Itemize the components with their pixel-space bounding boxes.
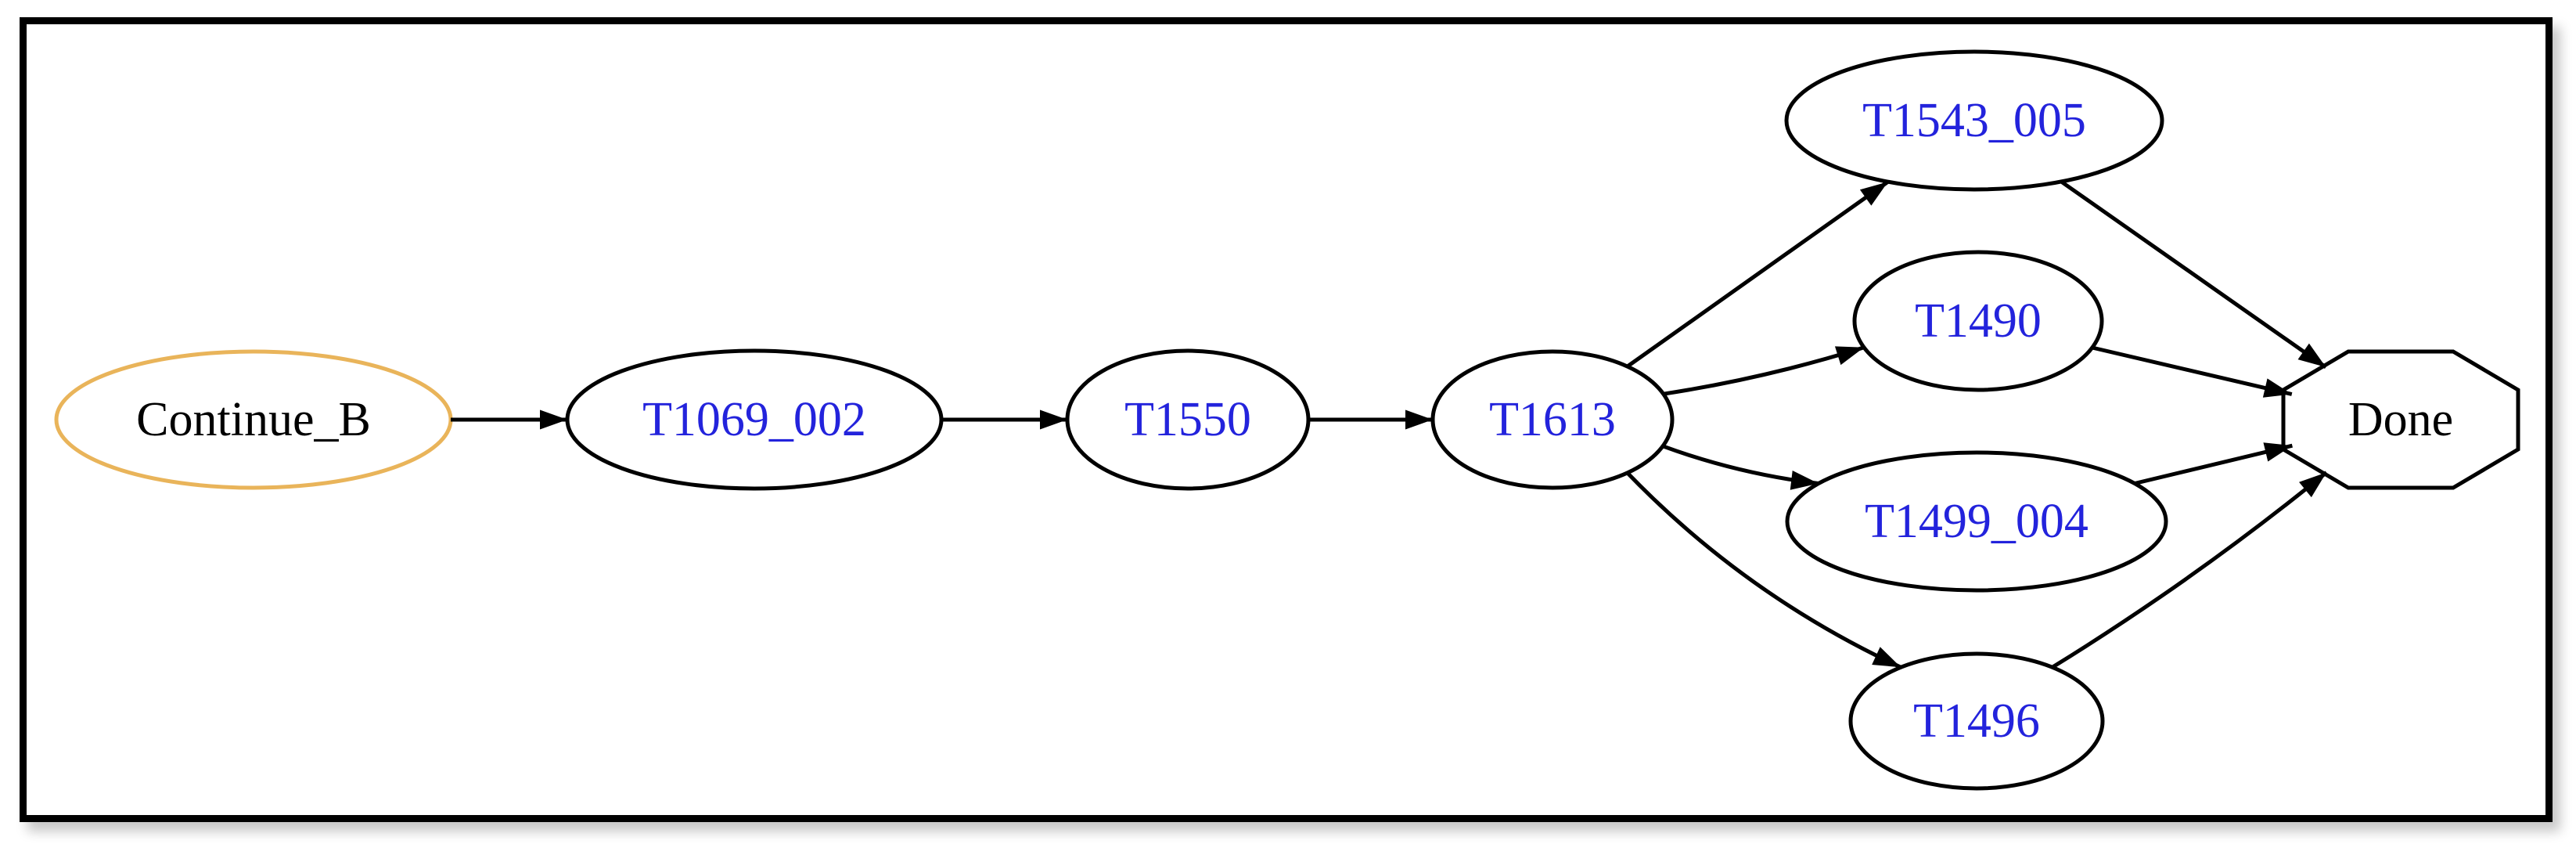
- node-label: T1499_004: [1865, 495, 2089, 548]
- node-T1550[interactable]: T1550: [1065, 348, 1311, 491]
- edge-T1499_004-to-Done: [2134, 442, 2293, 485]
- node-T1543_005[interactable]: T1543_005: [1784, 49, 2164, 192]
- node-label: T1496: [1913, 694, 2040, 748]
- edge-T1613-to-T1490: [1663, 345, 1865, 396]
- edge-T1543_005-to-Done: [2060, 179, 2327, 370]
- node-T1069_002[interactable]: T1069_002: [565, 348, 944, 491]
- node-shape-ellipse: [1848, 651, 2105, 791]
- edge-T1496-to-Done: [2051, 471, 2328, 669]
- node-Continue_B: Continue_B: [54, 349, 453, 490]
- node-T1613[interactable]: T1613: [1430, 349, 1675, 490]
- node-label: T1490: [1915, 294, 2042, 348]
- node-label: Done: [2348, 393, 2453, 446]
- edge-T1490-to-Done: [2092, 345, 2293, 398]
- node-label: T1550: [1124, 393, 1251, 446]
- node-shape-ellipse: [1852, 250, 2104, 392]
- node-T1499_004[interactable]: T1499_004: [1785, 450, 2168, 593]
- edge-T1613-to-T1496: [1625, 471, 1902, 669]
- node-shape-ellipse: [1785, 450, 2168, 593]
- node-label: T1069_002: [642, 393, 866, 446]
- node-label: T1613: [1489, 393, 1616, 446]
- node-T1496[interactable]: T1496: [1848, 651, 2105, 791]
- node-Done: Done: [2281, 349, 2520, 490]
- node-T1490[interactable]: T1490: [1852, 250, 2104, 392]
- node-label: Continue_B: [136, 393, 371, 446]
- node-shape-ellipse: [1784, 49, 2164, 192]
- node-label: T1543_005: [1862, 94, 2086, 147]
- edge-T1613-to-T1499_004: [1662, 444, 1819, 490]
- edge-T1613-to-T1543_005: [1626, 180, 1890, 369]
- node-shape-octagon: [2281, 349, 2520, 490]
